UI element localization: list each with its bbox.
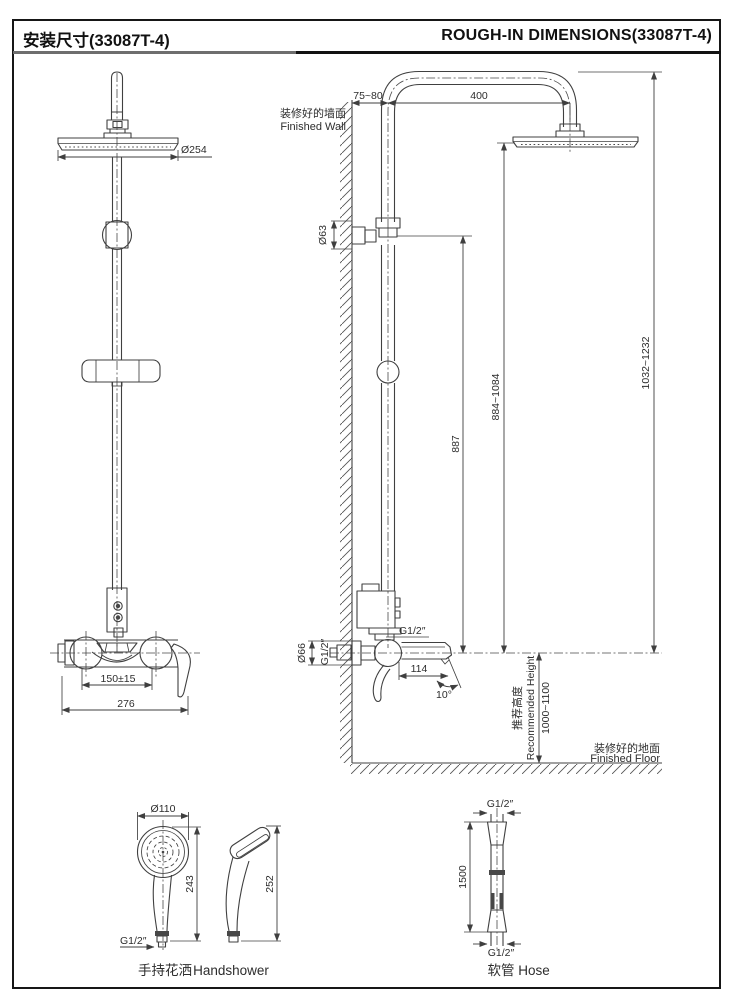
dim-label-overall-width: 276 xyxy=(117,698,135,710)
dim-label-head-to-valve: 884~1084 xyxy=(490,373,502,420)
dim-label-head-diameter-front: Ø254 xyxy=(181,144,207,156)
floor-hatch xyxy=(350,764,662,774)
handshower-caption-zh: 手持花洒 xyxy=(138,963,192,978)
handshower-caption-en: Handshower xyxy=(193,963,269,978)
finished-floor-label-zh: 装修好的地面 xyxy=(594,741,660,755)
dim-label-handshower-length-front: 243 xyxy=(184,875,196,893)
recommended-height-label-zh: 推荐高度 xyxy=(510,686,524,730)
dim-label-hose-length: 1500 xyxy=(457,865,469,889)
wall-hatch xyxy=(340,102,352,763)
finished-floor-label-en: Finished Floor xyxy=(590,753,660,765)
finished-wall-label-zh: 装修好的墙面 xyxy=(280,106,346,120)
dim-label-inlet-thread: G1/2″ xyxy=(319,638,331,665)
hose-drawing: G1/2″ G1/2″ 1500 软管 Hose xyxy=(457,798,550,978)
finished-wall-label-en: Finished Wall xyxy=(280,121,346,133)
hose-caption-en: Hose xyxy=(518,963,550,978)
front-view-drawing: Ø254 xyxy=(50,71,212,715)
recommended-height-range: 1000~1100 xyxy=(540,682,552,734)
dim-label-handshower-length-side: 252 xyxy=(264,875,276,893)
page-title-english: ROUGH-IN DIMENSIONS(33087T-4) xyxy=(441,27,712,44)
page-border xyxy=(12,19,721,989)
dim-label-bracket-to-valve: 887 xyxy=(450,435,462,453)
side-view-drawing: 装修好的墙面 Finished Wall 装修好的地面 Finished Flo… xyxy=(280,70,662,774)
dim-label-handshower-thread: G1/2″ xyxy=(120,935,147,947)
dim-label-handshower-head: Ø110 xyxy=(151,803,176,815)
dim-label-inlet-centers: 150±15 xyxy=(101,673,136,685)
header-divider xyxy=(13,51,721,54)
dim-label-arm-reach: 400 xyxy=(470,90,488,102)
recommended-height-label-en: Recommended Height xyxy=(525,656,537,761)
dim-label-spout-reach: 114 xyxy=(411,663,428,675)
dim-label-wall-to-riser: 75~80 xyxy=(353,90,383,102)
dim-label-outlet-thread: G1/2″ xyxy=(399,625,426,637)
dim-label-hose-thread-top: G1/2″ xyxy=(487,798,514,810)
dim-label-arm-top-to-valve: 1032~1232 xyxy=(640,336,652,389)
hose-caption-zh: 软管 xyxy=(488,963,515,978)
dim-label-hose-thread-bottom: G1/2″ xyxy=(488,947,515,959)
dim-label-spout-angle: 10° xyxy=(436,689,452,701)
handshower-drawing: Ø110 243 G1/2″ 252 手持花洒 Ha xyxy=(120,803,281,978)
dim-label-top-escutcheon: Ø63 xyxy=(317,225,329,245)
page-title-chinese: 安装尺寸(33087T-4) xyxy=(23,32,170,50)
dim-label-bottom-escutcheon: Ø66 xyxy=(296,643,308,663)
